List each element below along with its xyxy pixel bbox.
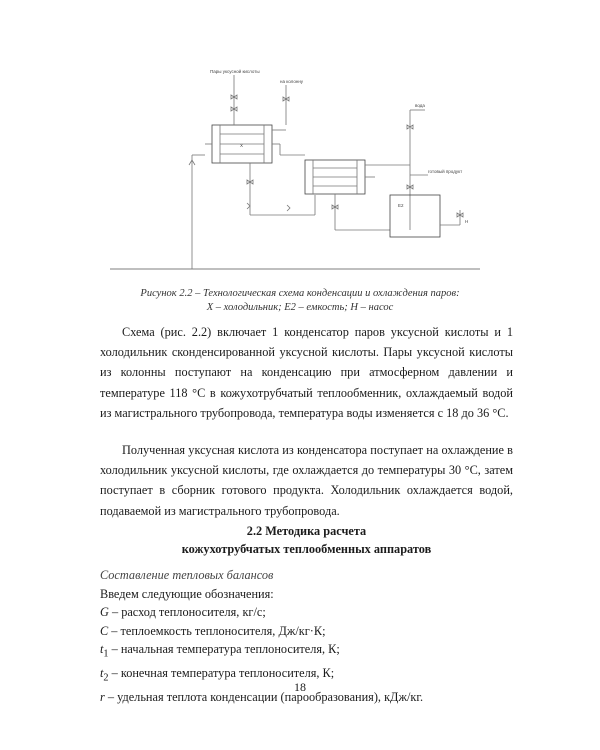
diagram-svg: Пары уксусной кислоты на колонну вода го… [110,68,480,270]
page-number: 18 [294,680,306,694]
definition-text: – расход теплоносителя, кг/с; [108,605,266,619]
caption-line-2: Х – холодильник; Е2 – емкость; Н – насос [206,302,394,313]
label-h: Н [465,219,468,224]
label-e2: Е2 [398,203,404,208]
paragraph-1-text: Схема (рис. 2.2) включает 1 конденсатор … [100,325,513,420]
definition-item: G – расход теплоносителя, кг/с; [100,603,513,622]
heading-line-1: 2.2 Методика расчета [246,524,367,538]
definition-symbol: t [100,665,104,680]
definition-symbol: C [100,623,109,638]
label-x: Х [240,143,243,148]
definition-item: r – удельная теплота конденсации (парооб… [100,688,513,707]
definition-subscript: 1 [103,648,109,660]
definition-item: C – теплоемкость теплоносителя, Дж/кг·К; [100,622,513,641]
definition-subscript: 2 [103,672,109,684]
label-vapor-in: Пары уксусной кислоты [210,68,260,74]
heading-line-2: кожухотрубчатых теплообменных аппаратов [181,542,432,556]
definition-text: – начальная температура теплоносителя, К… [108,642,340,656]
process-flow-diagram: Пары уксусной кислоты на колонну вода го… [110,55,495,275]
definition-item: t1 – начальная температура теплоносителя… [100,640,513,664]
definitions-block: Составление тепловых балансов Введем сле… [100,566,513,706]
paragraph-2-text: Полученная уксусная кислота из конденсат… [100,443,513,518]
definitions-subtitle: Составление тепловых балансов [100,568,274,582]
definition-text: – теплоемкость теплоносителя, Дж/кг·К; [108,623,326,638]
definition-symbol: t [100,642,104,656]
label-water-in: на колонну [280,79,304,84]
definitions-intro: Введем следующие обозначения: [100,586,274,601]
caption-line-1: Рисунок 2.2 – Технологическая схема конд… [140,288,460,299]
definition-text: – удельная теплота конденсации (парообра… [104,689,424,704]
figure-caption: Рисунок 2.2 – Технологическая схема конд… [100,287,500,315]
section-heading: 2.2 Методика расчета кожухотрубчатых теп… [100,522,513,558]
definition-symbol: r [100,689,105,704]
label-water-top: вода [415,103,425,108]
definition-symbol: G [100,605,109,619]
paragraph-2: Полученная уксусная кислота из конденсат… [100,440,513,521]
paragraph-1: Схема (рис. 2.2) включает 1 конденсатор … [100,322,513,423]
label-product: готовый продукт [428,168,462,174]
definition-item: t2 – конечная температура теплоносителя,… [100,664,513,688]
definition-text: – конечная температура теплоносителя, К; [108,665,335,680]
